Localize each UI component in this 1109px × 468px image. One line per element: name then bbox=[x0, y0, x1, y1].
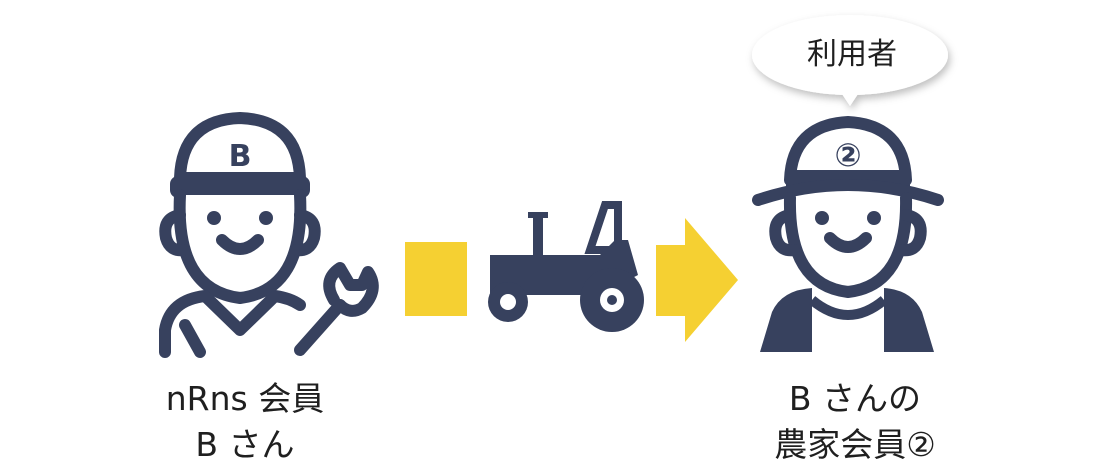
farmer-label-line1: B さんの bbox=[788, 379, 922, 418]
mechanic-label-line2: B さん bbox=[195, 425, 295, 464]
speech-bubble bbox=[752, 15, 948, 106]
speech-bubble-text: 利用者 bbox=[807, 37, 897, 72]
arrow-icon bbox=[656, 218, 738, 342]
farmer-body bbox=[760, 288, 934, 352]
tractor-icon bbox=[488, 201, 644, 332]
farmer-label: B さんの 農家会員② bbox=[735, 376, 975, 468]
eye-icon bbox=[207, 211, 221, 225]
eye-icon bbox=[259, 211, 273, 225]
farmer-shirt bbox=[808, 296, 888, 320]
mechanic-label-line1: nRns 会員 bbox=[165, 379, 325, 418]
mechanic-label: nRns 会員 B さん bbox=[120, 376, 370, 468]
hat-letter: B bbox=[229, 139, 252, 174]
wrench-icon bbox=[294, 262, 379, 356]
farmer-label-line2: 農家会員② bbox=[774, 425, 936, 464]
yellow-square bbox=[405, 242, 467, 316]
hat-number: ② bbox=[834, 136, 861, 174]
eye-icon bbox=[867, 211, 881, 225]
eye-icon bbox=[815, 211, 829, 225]
